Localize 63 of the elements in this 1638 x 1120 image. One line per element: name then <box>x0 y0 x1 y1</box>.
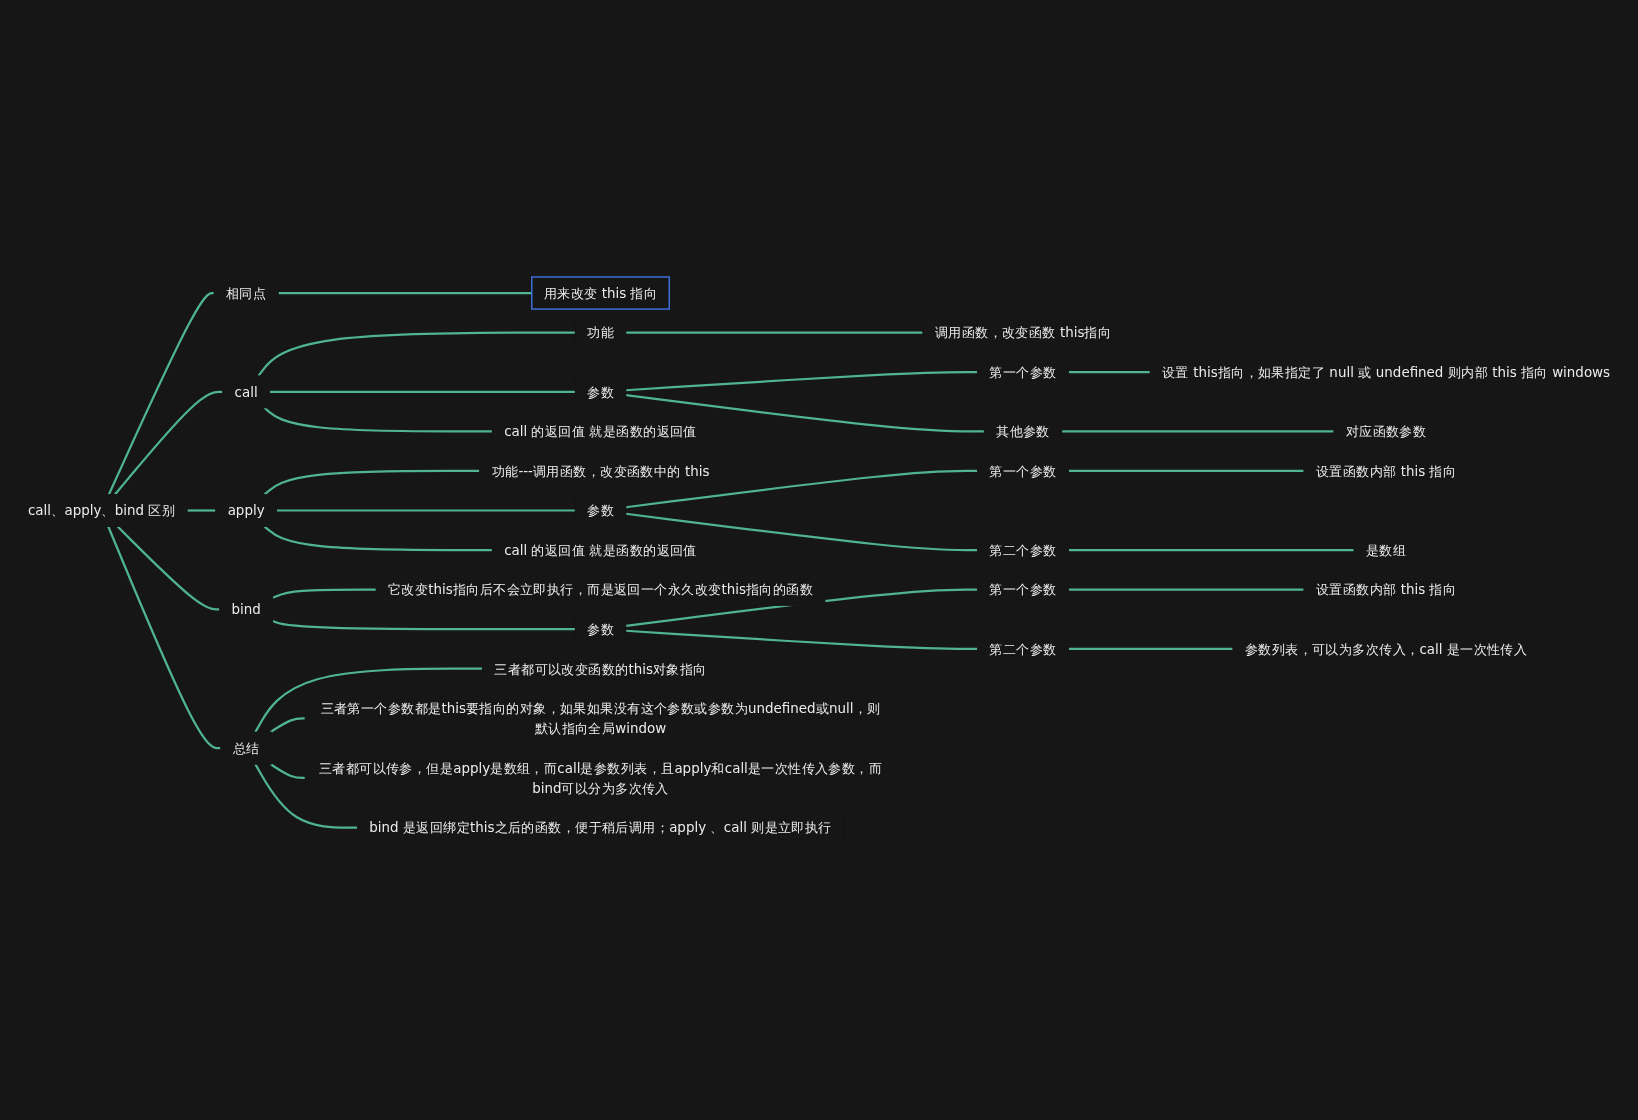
connector <box>1068 469 1304 472</box>
connector <box>107 525 221 749</box>
node-text: bind 是返回绑定this之后的函数，便于稍后调用；apply 、call 则是立即执行 <box>369 819 832 836</box>
node-text: 调用函数，改变函数 this指向 <box>934 324 1112 341</box>
node-text: 它改变this指向后不会立即执行，而是返回一个永久改变this指向的函数 <box>387 581 814 598</box>
node-text: 参数 <box>587 620 614 637</box>
node-text: 三者都可以传参，但是apply是数组，而call是参数列表，且apply和call是一次性传入参数，而bind可以分为多次传入 <box>318 759 883 796</box>
connector <box>263 406 493 433</box>
node-text: 设置函数内部 this 指向 <box>1315 462 1457 479</box>
connector <box>625 512 978 551</box>
node-text: 第一个参数 <box>989 581 1057 598</box>
node-text: 第一个参数 <box>989 363 1057 380</box>
connector <box>1068 548 1354 551</box>
node-text: 第一个参数 <box>989 462 1057 479</box>
node-text: 第二个参数 <box>989 541 1057 558</box>
connector <box>625 629 978 650</box>
connector <box>272 619 576 630</box>
node-text: 参数 <box>587 502 614 519</box>
node-text: call 的返回值 就是函数的返回值 <box>504 541 697 558</box>
connector <box>263 469 480 495</box>
node-text: 其他参数 <box>996 423 1050 439</box>
node-text: 相同点 <box>225 284 267 301</box>
connector <box>625 370 978 392</box>
node-text: 设置函数内部 this 指向 <box>1315 581 1457 598</box>
node-text: call <box>234 383 258 400</box>
connector <box>1068 588 1304 591</box>
node-text: 第二个参数 <box>989 640 1057 657</box>
connector <box>187 509 216 512</box>
connector <box>625 393 985 433</box>
connector <box>269 716 306 733</box>
node-text: 参数 <box>587 383 614 400</box>
connector <box>269 762 306 779</box>
connector <box>269 390 576 393</box>
connector <box>257 331 576 377</box>
node-text: call 的返回值 就是函数的返回值 <box>504 423 697 439</box>
connector <box>116 525 220 611</box>
node-text: call、apply、bind 区别 <box>27 502 176 519</box>
node-text: 功能 <box>587 324 614 341</box>
connector <box>114 390 223 495</box>
connector <box>263 525 493 551</box>
connector <box>1068 647 1233 650</box>
connector <box>272 588 377 599</box>
connector <box>625 588 978 627</box>
connector <box>1068 370 1151 373</box>
connector <box>254 667 483 733</box>
node-text: 功能---调用函数，改变函数中的 this <box>491 462 710 479</box>
node-text: 对应函数参数 <box>1345 423 1427 439</box>
node-box: 用来改变 this 指向 <box>531 275 671 310</box>
node-text: 参数列表，可以为多次传入，call 是一次性传入 <box>1244 640 1528 657</box>
node-text: 设置 this指向，如果指定了 null 或 undefined 则内部 this 指向 windows <box>1162 363 1611 380</box>
node-text: bind <box>231 601 261 617</box>
node-text: 总结 <box>232 739 260 756</box>
node-text: 是数组 <box>1365 541 1407 558</box>
connector <box>625 469 978 509</box>
connector <box>254 763 358 829</box>
connector <box>278 291 532 294</box>
node-text: 三者第一个参数都是this要指向的对象，如果如果没有这个参数或参数为undefined或null，则默认指向全局window <box>320 700 881 736</box>
connector <box>107 291 215 495</box>
connector <box>1061 430 1334 433</box>
connector <box>276 509 576 512</box>
node-text: apply <box>227 502 265 519</box>
connector <box>625 331 923 334</box>
node-text: 三者都可以改变函数的this对象指向 <box>494 660 707 677</box>
